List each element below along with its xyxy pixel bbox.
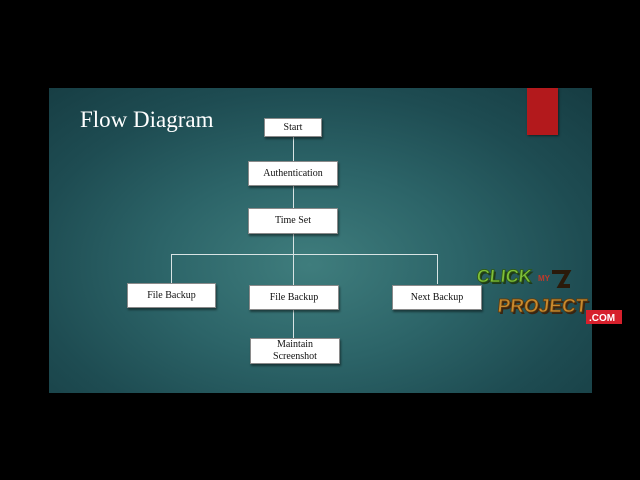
node-file-backup-center: File Backup [249, 285, 339, 310]
red-accent-bar [527, 88, 558, 135]
logo-click: CLICK [476, 266, 533, 286]
node-start: Start [264, 118, 322, 137]
connector-backup-maintain [293, 310, 294, 338]
node-time-set: Time Set [248, 208, 338, 234]
connector-start-auth [293, 136, 294, 162]
clickmyproject-logo: CLICK CLICK MY PROJECT PROJECT .COM [476, 266, 622, 324]
logo-project: PROJECT [496, 296, 588, 317]
logo-my: MY [538, 274, 551, 283]
node-maintain-screenshot: Maintain Screenshot [250, 338, 340, 364]
connector-auth-timeset [293, 185, 294, 208]
logo-bolt-icon [552, 270, 572, 288]
connector-timeset-trunk [293, 233, 294, 285]
logo-click-shadow: CLICK [477, 268, 534, 288]
logo-com: .COM [589, 313, 615, 324]
logo-project-shadow: PROJECT [498, 298, 590, 319]
connector-branch-left [171, 254, 172, 284]
node-file-backup-left: File Backup [127, 283, 216, 308]
slide-title: Flow Diagram [80, 107, 214, 132]
logo-com-badge [586, 310, 622, 324]
connector-branch-right [437, 254, 438, 284]
node-next-backup: Next Backup [392, 285, 482, 310]
connector-branch-horizontal [171, 254, 437, 255]
node-authentication: Authentication [248, 161, 338, 186]
presentation-slide: Flow Diagram Start Authentication Time S… [49, 88, 592, 393]
